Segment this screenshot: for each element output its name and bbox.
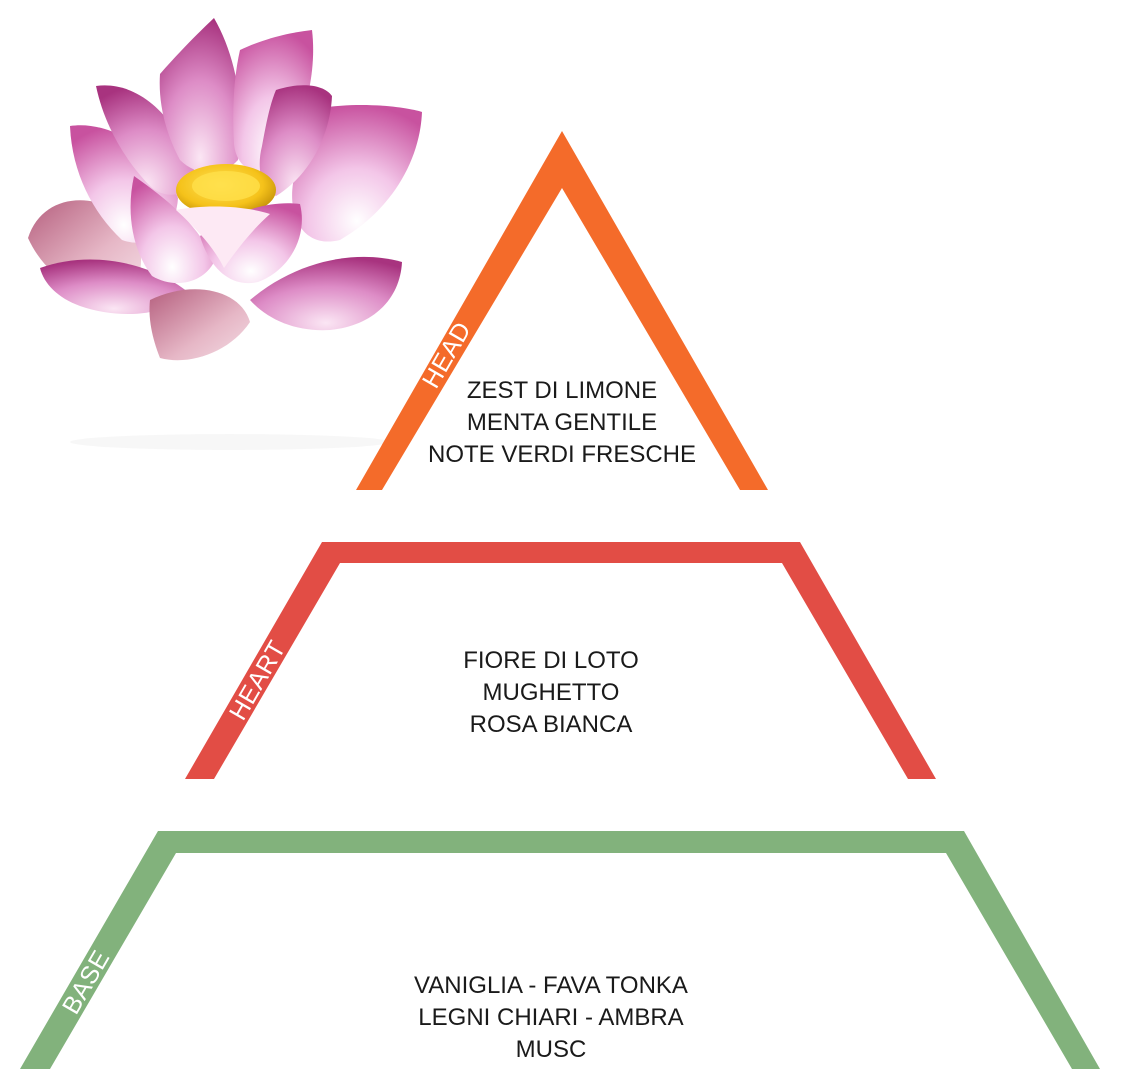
head-note-3: NOTE VERDI FRESCHE xyxy=(428,441,696,468)
base-tier-label: BASE xyxy=(57,946,116,1019)
tier-head: HEAD ZEST DI LIMONE MENTA GENTILE NOTE V… xyxy=(356,131,768,490)
lotus-flower-icon xyxy=(28,18,422,361)
base-tier-outline xyxy=(20,831,1100,1069)
head-note-1: ZEST DI LIMONE xyxy=(467,377,657,404)
heart-note-2: MUGHETTO xyxy=(483,679,620,706)
base-note-1: VANIGLIA - FAVA TONKA xyxy=(414,972,688,999)
head-note-2: MENTA GENTILE xyxy=(467,409,657,436)
heart-note-3: ROSA BIANCA xyxy=(470,711,633,738)
base-note-2: LEGNI CHIARI - AMBRA xyxy=(418,1004,683,1031)
heart-tier-label: HEART xyxy=(224,636,292,725)
head-tier-outline xyxy=(356,131,768,490)
tier-heart: HEART FIORE DI LOTO MUGHETTO ROSA BIANCA xyxy=(185,542,936,779)
heart-note-1: FIORE DI LOTO xyxy=(463,647,639,674)
tier-base: BASE VANIGLIA - FAVA TONKA LEGNI CHIARI … xyxy=(20,831,1100,1069)
base-note-3: MUSC xyxy=(516,1036,587,1063)
